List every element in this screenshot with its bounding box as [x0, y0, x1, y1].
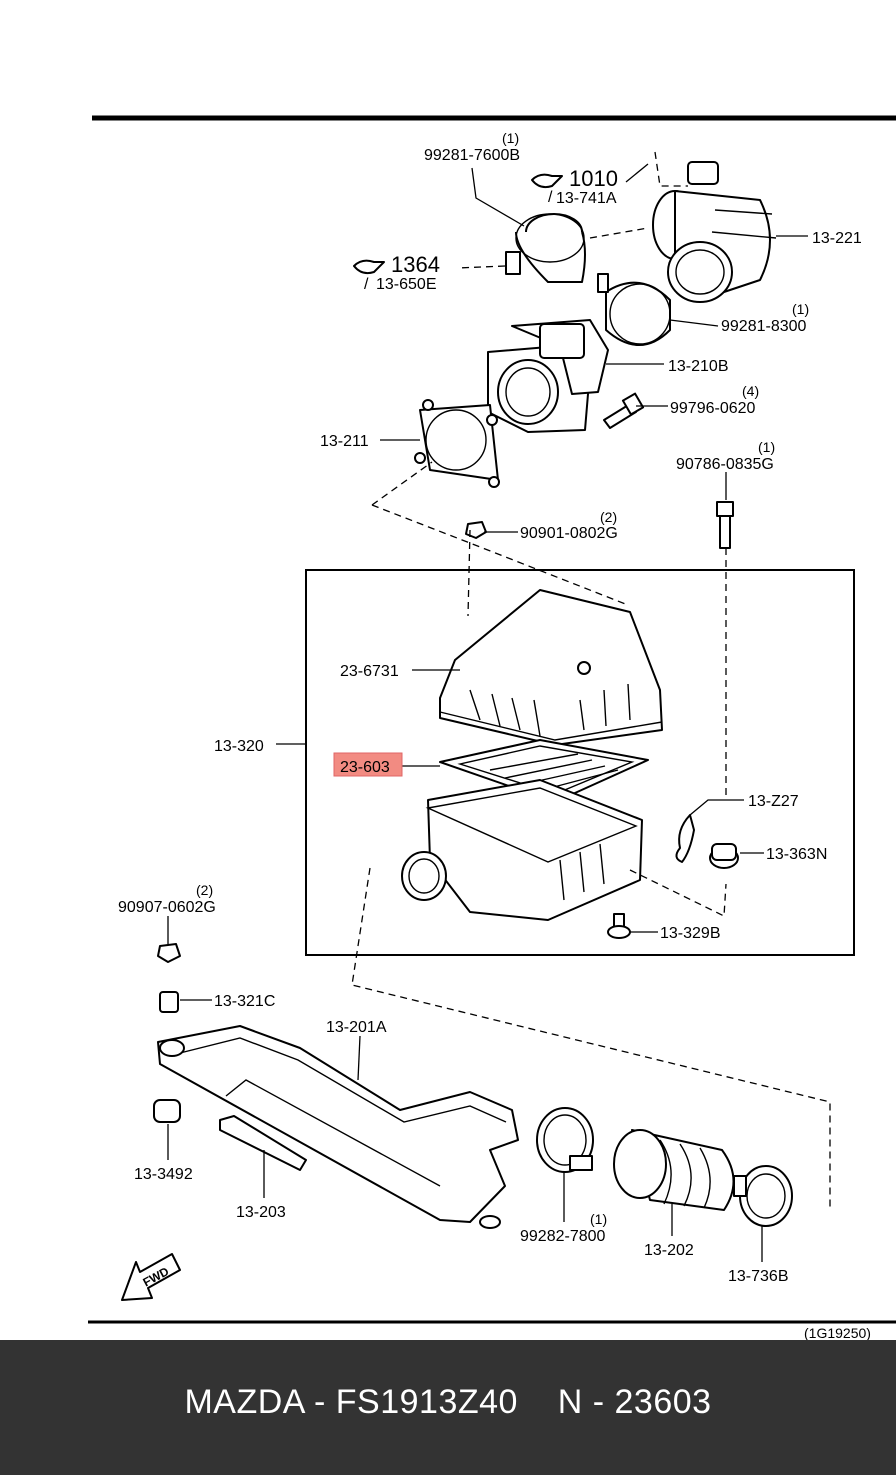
label-13-329b[interactable]: 13-329B — [660, 925, 721, 942]
air-cleaner-cover-23-6731[interactable] — [439, 589, 663, 746]
bolt-99796-0620[interactable] — [603, 392, 645, 429]
air-duct-13-201a[interactable] — [157, 1025, 519, 1229]
svg-text:/: / — [548, 189, 553, 206]
diagram-code: (1G19250) — [804, 1325, 871, 1340]
qty-90901-0802g: (2) — [600, 509, 617, 525]
bolt-90786-0835g[interactable] — [716, 501, 734, 549]
label-13-321c[interactable]: 13-321C — [214, 993, 275, 1010]
qty-99281-8300: (1) — [792, 301, 809, 317]
throttle-body-13-210b[interactable] — [487, 319, 609, 433]
label-90901-0802g[interactable]: 90901-0802G — [520, 525, 618, 542]
parts-diagram: (1G19250) — [88, 115, 896, 1340]
qty-99281-7600b: (1) — [502, 130, 519, 146]
svg-text:/: / — [364, 276, 369, 293]
label-13-202[interactable]: 13-202 — [644, 1242, 694, 1259]
label-13-221[interactable]: 13-221 — [812, 230, 862, 247]
label-13-203[interactable]: 13-203 — [236, 1204, 286, 1221]
highlight-23-603 — [333, 752, 403, 777]
gasket-13-211[interactable] — [414, 399, 500, 488]
nut-90907-0602g[interactable] — [157, 943, 181, 963]
air-cleaner-assembly-box — [305, 569, 855, 956]
hose-13-202[interactable] — [613, 1129, 735, 1211]
label-13-320[interactable]: 13-320 — [214, 738, 264, 755]
label-99796-0620[interactable]: 99796-0620 — [670, 400, 756, 417]
label-90907-0602g[interactable]: 90907-0602G — [118, 899, 216, 916]
label-13-650e[interactable]: 13-650E — [376, 276, 437, 293]
clamp-13-736b[interactable] — [733, 1165, 793, 1227]
label-99281-7600b[interactable]: 99281-7600B — [424, 147, 520, 164]
collar-13-321c[interactable] — [159, 991, 179, 1013]
fwd-arrow-icon: FWD — [121, 1253, 181, 1301]
label-13-z27[interactable]: 13-Z27 — [748, 793, 799, 810]
label-13-210b[interactable]: 13-210B — [668, 358, 729, 375]
clamp-99281-7600b[interactable] — [505, 213, 586, 283]
clamp-99282-7800[interactable] — [536, 1107, 594, 1173]
ref-1010[interactable]: 1010 — [569, 166, 618, 191]
label-23-6731[interactable]: 23-6731 — [340, 663, 399, 680]
air-flow-meter-13-221[interactable] — [652, 161, 777, 303]
hand-pointer-icon — [531, 173, 563, 189]
qty-99282-7800: (1) — [590, 1211, 607, 1227]
label-99282-7800[interactable]: 99282-7800 — [520, 1228, 606, 1245]
insulator-13-203[interactable] — [219, 1115, 307, 1171]
label-23-603[interactable]: 23-603 — [340, 759, 390, 776]
label-13-741a[interactable]: 13-741A — [556, 190, 617, 207]
hook-13-z27[interactable] — [675, 814, 695, 863]
hand-pointer-icon — [353, 259, 385, 275]
qty-90907-0602g: (2) — [196, 882, 213, 898]
label-13-363n[interactable]: 13-363N — [766, 846, 827, 863]
grommet-13-3492[interactable] — [153, 1099, 181, 1123]
label-13-201a[interactable]: 13-201A — [326, 1019, 387, 1036]
qty-90786-0835g: (1) — [758, 439, 775, 455]
bolt-13-329b[interactable] — [607, 913, 631, 939]
ref-1364[interactable]: 1364 — [391, 252, 440, 277]
air-cleaner-case-lower[interactable] — [401, 779, 643, 921]
grommet-13-363n[interactable] — [709, 843, 739, 869]
label-99281-8300[interactable]: 99281-8300 — [721, 318, 807, 335]
label-13-736b[interactable]: 13-736B — [728, 1268, 789, 1285]
label-13-211[interactable]: 13-211 — [320, 433, 369, 450]
label-13-3492[interactable]: 13-3492 — [134, 1166, 193, 1183]
footer-part-text: MAZDA - FS1913Z40 N - 23603 — [184, 1383, 712, 1421]
nut-90901-0802g[interactable] — [465, 521, 487, 539]
qty-99796-0620: (4) — [742, 383, 759, 399]
clamp-99281-8300[interactable] — [597, 273, 671, 346]
part-number-footer: MAZDA - FS1913Z40 N - 23603 — [0, 1340, 896, 1475]
label-90786-0835g[interactable]: 90786-0835G — [676, 456, 774, 473]
